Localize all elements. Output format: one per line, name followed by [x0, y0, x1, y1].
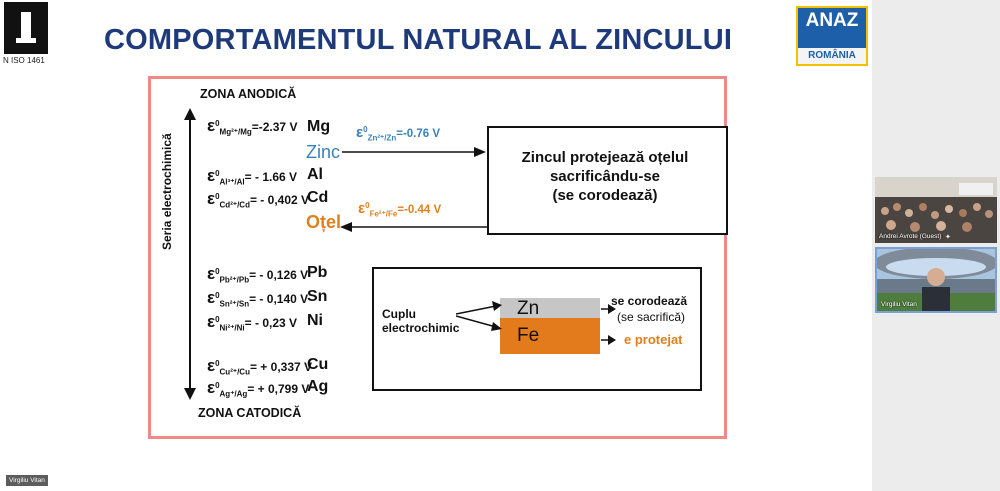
anaz-logo-text: ANAZ: [805, 10, 859, 31]
potential-sub: Cu²⁺/Cu: [219, 367, 250, 377]
cuplu-label-1: Cuplu: [382, 307, 416, 321]
zn-layer: [500, 298, 600, 318]
potential-sub: Fe²⁺/Fe: [369, 209, 398, 219]
zona-anodica: ZONA ANODICĂ: [200, 87, 297, 101]
potential-sub: Al³⁺/Al: [219, 177, 245, 187]
element-cd: Cd: [307, 189, 329, 206]
potential-sub: Ag⁺/Ag: [219, 389, 248, 399]
element-sn: Sn: [307, 288, 328, 305]
participant-name: Andrei Avrote (Guest): [879, 233, 942, 240]
potential-sup: 0: [215, 192, 220, 201]
zn-label: Zn: [517, 298, 540, 319]
potential-value: = - 0,140 V: [249, 292, 309, 306]
potential-pb: ε0Pb²⁺/Pb= - 0,126 V: [207, 264, 308, 284]
participants-panel: [872, 0, 1000, 491]
sacrifica-label: (se sacrifică): [617, 310, 686, 324]
zinc-protects-box: [487, 126, 728, 235]
potential-value: = + 0,337 V: [249, 360, 313, 374]
potential-sub: Cd²⁺/Cd: [219, 200, 250, 210]
lecture-hall-video: [875, 177, 997, 243]
box-line-3: (se corodează): [552, 187, 658, 204]
potential-value: =-2.37 V: [251, 120, 298, 134]
element-cu: Cu: [307, 356, 329, 373]
potential-al: ε0Al³⁺/Al= - 1.66 V: [207, 166, 297, 186]
iso-text: N ISO 1461: [3, 56, 45, 65]
potential-sup: 0: [215, 291, 220, 300]
seria-label: Seria electrochimică: [160, 133, 174, 250]
potential-ni: ε0Ni²⁺/Ni= - 0,23 V: [207, 312, 297, 332]
potential-sub: Sn²⁺/Sn: [219, 299, 250, 309]
corodeaza-label: se corodează: [611, 294, 688, 308]
anaz-logo-country: ROMÂNIA: [798, 48, 866, 64]
epsilon-symbol: ε: [207, 264, 216, 283]
fe-label: Fe: [517, 325, 540, 346]
epsilon-symbol: ε: [207, 189, 216, 208]
potential-sup: 0: [215, 359, 220, 368]
potential-sup: 0: [215, 119, 220, 128]
potential-sup: 0: [215, 381, 220, 390]
potential-sup: 0: [365, 201, 370, 211]
potential-value: = - 0,402 V: [249, 193, 310, 207]
presenter-name-tag: Virgiliu Vitan: [6, 475, 48, 486]
shared-slide: N ISO 1461 COMPORTAMENTUL NATURAL AL ZIN…: [0, 0, 872, 491]
potential-ag: ε0Ag⁺/Ag= + 0,799 V: [207, 378, 309, 398]
box-line-1: Zincul protejează oțelul: [521, 149, 689, 166]
zona-catodica: ZONA CATODICĂ: [198, 406, 302, 420]
otel-label: Oțel: [306, 212, 342, 232]
element-mg: Mg: [307, 118, 331, 135]
potential-sub: Zn²⁺/Zn: [367, 133, 397, 143]
iso-logo-icon: [4, 2, 48, 54]
potential-mg: ε0Mg²⁺/Mg=-2.37 V: [207, 116, 297, 136]
slide-title: COMPORTAMENTUL NATURAL AL ZINCULUI: [104, 24, 733, 56]
cuplu-label-2: electrochimic: [382, 321, 460, 335]
fe-layer: [500, 318, 600, 354]
series-arrow-icon: [184, 108, 196, 400]
pin-icon[interactable]: ✦: [945, 234, 951, 241]
potential-sub: Pb²⁺/Pb: [219, 275, 250, 285]
potential-cd: ε0Cd²⁺/Cd= - 0,402 V: [207, 189, 309, 209]
element-ni: Ni: [307, 312, 323, 329]
participant-video[interactable]: Virgiliu Vitan: [875, 247, 997, 313]
epsilon-symbol: ε: [207, 312, 216, 331]
zinc-label: Zinc: [306, 142, 341, 162]
epsilon-symbol: ε: [207, 356, 216, 375]
participant-name: Virgiliu Vitan: [881, 301, 917, 308]
potential-sup: 0: [215, 315, 220, 324]
potential-sup: 0: [215, 267, 220, 276]
potential-value: = + 0,799 V: [247, 382, 310, 396]
potential-sub: Mg²⁺/Mg: [219, 127, 252, 137]
element-al: Al: [307, 166, 323, 183]
stadium-background-video: [877, 249, 995, 311]
element-ag: Ag: [307, 378, 329, 395]
protejat-label: e protejat: [624, 332, 683, 347]
potential-sup: 0: [215, 169, 220, 178]
potential-value: = - 0,23 V: [244, 316, 298, 330]
box-line-2: sacrificându-se: [549, 168, 661, 185]
potential-sub: Ni²⁺/Ni: [219, 323, 245, 333]
epsilon-symbol: ε: [207, 288, 216, 307]
zinc-protects-text: Zincul protejează oțelul sacrificându-se…: [490, 148, 720, 205]
epsilon-symbol: ε: [207, 116, 216, 135]
participant-video[interactable]: Andrei Avrote (Guest) ✦: [875, 177, 997, 243]
arrows-icon: [340, 147, 487, 232]
potential-cu: ε0Cu²⁺/Cu= + 0,337 V: [207, 356, 312, 376]
potential-sup: 0: [363, 125, 368, 135]
epsilon-symbol: ε: [207, 378, 216, 397]
potential-value: =-0.44 V: [397, 204, 442, 216]
anaz-logo: ANAZ ROMÂNIA: [796, 6, 868, 66]
potential-value: = - 1.66 V: [244, 170, 298, 184]
epsilon-symbol: ε: [356, 124, 364, 141]
couple-arrows-icon: [456, 301, 616, 345]
potential-sn: ε0Sn²⁺/Sn= - 0,140 V: [207, 288, 308, 308]
element-pb: Pb: [307, 264, 328, 281]
epsilon-symbol: ε: [358, 200, 366, 217]
fe-potential-label: ε0Fe²⁺/Fe=-0.44 V: [358, 200, 441, 218]
zn-potential-label: ε0Zn²⁺/Zn=-0.76 V: [356, 124, 440, 142]
potential-value: =-0.76 V: [396, 128, 441, 140]
potential-value: = - 0,126 V: [249, 268, 309, 282]
epsilon-symbol: ε: [207, 166, 216, 185]
